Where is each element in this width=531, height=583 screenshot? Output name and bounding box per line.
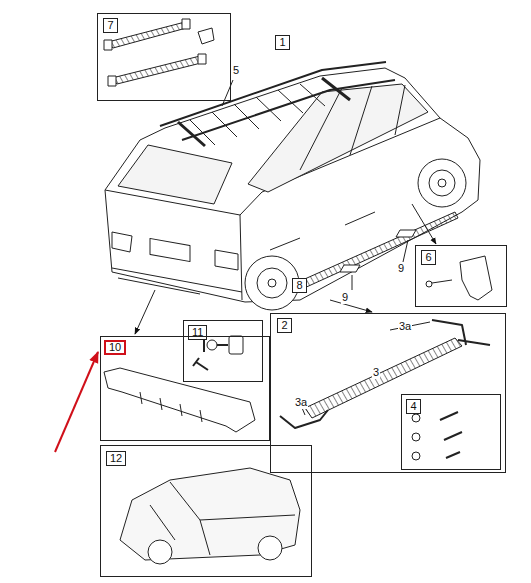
part-panel: 6 (415, 245, 507, 307)
part-panel: 11 (183, 320, 263, 382)
part-panel: 4 (401, 394, 501, 470)
callout-box: 1 (275, 35, 290, 50)
callout-number: 4 (406, 399, 421, 414)
part-panel: 24 (270, 313, 506, 473)
callout-number: 5 (232, 64, 240, 77)
callout-number: 7 (103, 18, 118, 33)
callout-number: 6 (421, 250, 436, 265)
part-panel: 7 (97, 13, 231, 101)
callout-number: 9 (397, 262, 405, 275)
part-panel: 10 (100, 336, 270, 441)
callout-number: 3a (294, 396, 308, 409)
callout-number: 12 (106, 451, 126, 466)
part-panel: 12 (100, 445, 312, 577)
callout-number: 9 (341, 291, 349, 304)
callout-number: 3a (398, 320, 412, 333)
callout-number: 11 (188, 325, 207, 340)
callout-number: 2 (277, 318, 292, 333)
callout-box: 8 (292, 278, 307, 293)
callout-number: 3 (372, 366, 380, 379)
callout-number: 8 (292, 278, 307, 293)
callout-number: 10 (104, 340, 126, 355)
callout-number: 1 (275, 35, 290, 50)
